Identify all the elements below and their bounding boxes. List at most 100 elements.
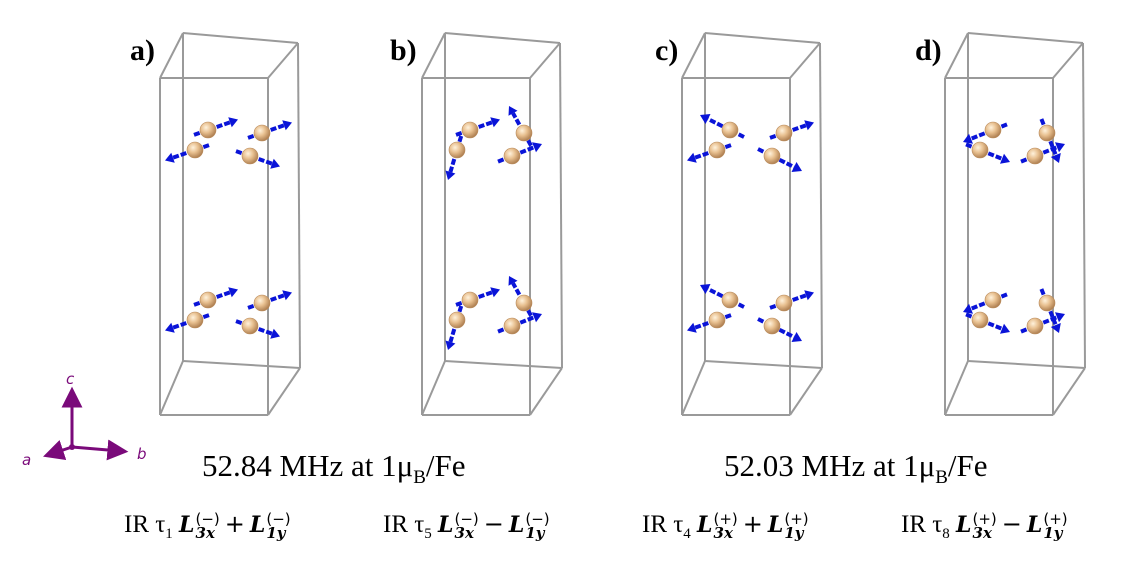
irrep-label-a: IR τ1 L(−)3x+L(−)1y	[124, 510, 291, 543]
fe-atom	[763, 147, 781, 165]
cell-edge	[1082, 42, 1086, 369]
frequency-right: 52.03 MHz at 1μB/Fe	[724, 448, 988, 489]
cell-edge	[297, 42, 301, 369]
fe-atom	[708, 141, 726, 159]
panel-c: c)	[655, 32, 823, 416]
cell-edge	[559, 42, 563, 369]
fe-atom	[763, 317, 781, 335]
irrep-L2: L	[1026, 512, 1043, 538]
cell-edge	[267, 367, 301, 416]
frequency-left-value: 52.84 MHz at 1μ	[202, 448, 414, 483]
cell-edge	[681, 32, 706, 79]
spin-arrow-head	[1050, 153, 1061, 163]
spin-arrow-head	[270, 328, 280, 339]
spin-arrow-head	[490, 287, 500, 298]
spin-arrow-head	[508, 276, 518, 286]
irrep-ir: IR	[124, 511, 149, 538]
fe-atom	[1038, 294, 1056, 312]
cell-edge	[444, 360, 563, 369]
panel-label: d)	[915, 34, 942, 67]
frequency-left-sub: B	[413, 467, 426, 489]
spin-arrow-head	[1050, 323, 1061, 333]
irrep-label-d: IR τ8 L(+)3x−L(+)1y	[901, 510, 1068, 543]
cell-edge	[789, 367, 823, 416]
cell-edge	[159, 32, 184, 79]
a-axis-arrow	[43, 440, 73, 460]
panel-label: b)	[390, 34, 417, 67]
irrep-tau: τ8	[932, 511, 950, 542]
spin-arrow-head	[1055, 312, 1065, 323]
cell-edge	[789, 42, 821, 79]
irrep-L1: L	[956, 512, 972, 538]
fe-atom	[971, 141, 989, 159]
fe-atom	[253, 124, 271, 142]
panel-d: d)	[915, 32, 1086, 416]
irrep-operator: −	[1001, 510, 1022, 538]
b-axis-arrow	[71, 439, 129, 461]
frequency-right-tail: /Fe	[947, 448, 988, 483]
irrep-operator: +	[742, 510, 763, 538]
fe-atom	[1038, 124, 1056, 142]
fe-atom	[503, 147, 521, 165]
spin-arrow-head	[1055, 142, 1065, 153]
irrep-ir: IR	[642, 511, 667, 538]
spin-arrow-head	[791, 162, 802, 172]
fe-atom	[186, 141, 204, 159]
spin-arrow-head	[282, 290, 292, 301]
irrep-L1: L	[438, 512, 454, 538]
spin-arrow-head	[490, 117, 500, 128]
spin-arrow-head	[963, 133, 973, 144]
spin-arrow-head	[532, 312, 542, 323]
fe-atom	[199, 291, 217, 309]
fe-atom	[775, 294, 793, 312]
frequency-right-value: 52.03 MHz at 1μ	[724, 448, 936, 483]
fe-atom	[503, 317, 521, 335]
cell-edge	[159, 360, 184, 416]
panel-b: b)	[390, 32, 563, 416]
spin-arrow-head	[508, 106, 518, 116]
irrep-L1: L	[697, 512, 713, 538]
fe-atom	[241, 317, 259, 335]
spin-arrow-head	[1000, 323, 1010, 334]
spin-arrow-head	[804, 290, 814, 301]
spin-arrow-head	[228, 117, 238, 128]
fe-atom	[971, 311, 989, 329]
cell-edge	[529, 367, 563, 416]
irrep-L2: L	[508, 512, 525, 538]
spin-arrow-head	[165, 322, 175, 333]
axis-triad: c b a	[22, 370, 147, 469]
panel-a: a)	[130, 32, 301, 416]
irrep-tau: τ1	[155, 511, 173, 542]
spin-arrow-head	[687, 152, 697, 163]
fe-atom	[1026, 317, 1044, 335]
cell-edge	[421, 360, 446, 416]
irrep-operator: +	[224, 510, 245, 538]
spin-arrow-head	[700, 114, 711, 124]
frequency-right-sub: B	[935, 467, 948, 489]
fe-atom	[721, 291, 739, 309]
irrep-label-c: IR τ4 L(+)3x+L(+)1y	[642, 510, 809, 543]
panel-label: c)	[655, 34, 678, 67]
cell-edge	[444, 32, 561, 44]
spin-arrow-head	[270, 158, 280, 169]
cell-edge	[1052, 367, 1086, 416]
b-axis-label: b	[137, 445, 147, 463]
spin-arrow-head	[700, 284, 711, 294]
fe-atom	[448, 311, 466, 329]
irrep-tau: τ4	[673, 511, 691, 542]
fe-atom	[1026, 147, 1044, 165]
fe-atom	[241, 147, 259, 165]
irrep-tau: τ5	[414, 511, 432, 542]
cell-edge	[421, 32, 446, 79]
spin-arrow-head	[804, 120, 814, 131]
spin-arrow-head	[445, 170, 456, 180]
panel-label: a)	[130, 34, 155, 67]
cell-edge	[529, 42, 561, 79]
cell-edge	[704, 360, 823, 369]
fe-atom	[721, 121, 739, 139]
cell-edge	[944, 360, 969, 416]
fe-atom	[515, 124, 533, 142]
fe-atom	[515, 294, 533, 312]
cell-edge	[182, 360, 301, 369]
